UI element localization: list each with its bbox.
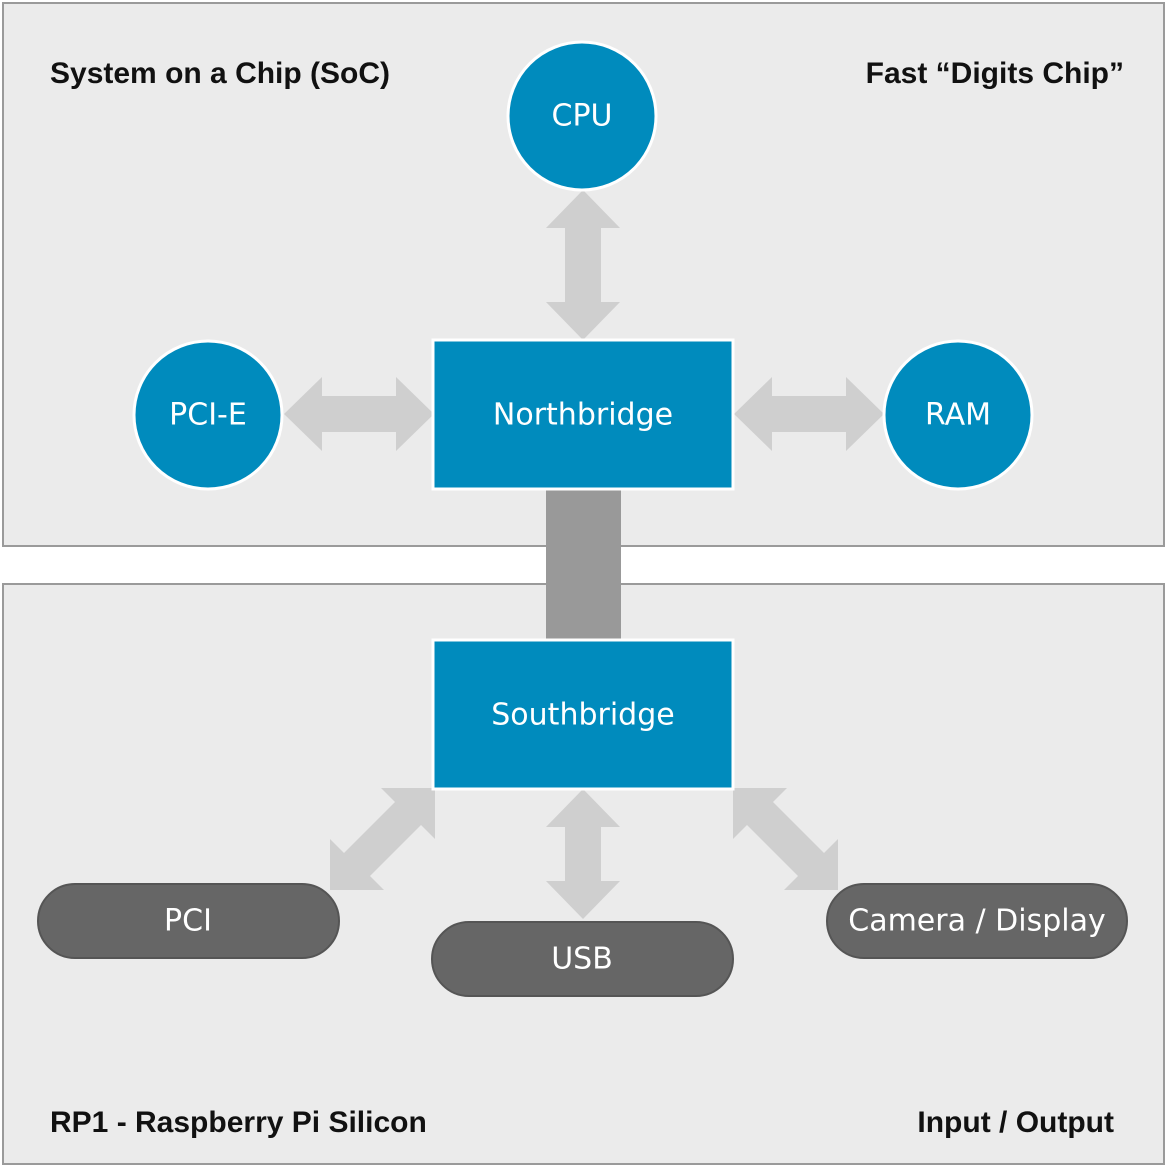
southbridge-node: Southbridge <box>431 638 735 791</box>
cpu-label: CPU <box>552 99 613 134</box>
camera-display-node: Camera / Display <box>826 883 1128 959</box>
southbridge-box <box>431 638 735 791</box>
cpu-node: CPU <box>506 40 658 192</box>
ram-label: RAM <box>925 398 991 433</box>
pcie-circle <box>132 339 284 491</box>
pci-pill <box>37 883 340 959</box>
cpu-circle <box>506 40 658 192</box>
pcie-label: PCI-E <box>169 398 247 433</box>
ram-node: RAM <box>882 339 1034 491</box>
northbridge-southbridge-bus <box>546 488 621 641</box>
usb-label: USB <box>551 942 613 977</box>
arrow-southbridge-camera-display <box>733 788 838 890</box>
camera-display-label: Camera / Display <box>848 904 1106 939</box>
pcie-node: PCI-E <box>132 339 284 491</box>
ram-circle <box>882 339 1034 491</box>
rp1-panel-subtitle: Input / Output <box>917 1106 1114 1139</box>
arrow-northbridge-ram <box>734 377 884 451</box>
rp1-panel-title: RP1 - Raspberry Pi Silicon <box>50 1106 427 1139</box>
camera-display-pill <box>826 883 1128 959</box>
arrow-cpu-northbridge <box>546 190 620 340</box>
southbridge-label: Southbridge <box>491 698 674 733</box>
usb-pill <box>431 921 734 997</box>
northbridge-label: Northbridge <box>493 398 673 433</box>
arrow-pcie-northbridge <box>284 377 434 451</box>
northbridge-node: Northbridge <box>431 338 735 491</box>
northbridge-box <box>431 338 735 491</box>
soc-panel-subtitle: Fast “Digits Chip” <box>866 57 1124 90</box>
arrow-southbridge-usb <box>546 789 620 919</box>
arrow-southbridge-pci <box>330 788 435 890</box>
pci-node: PCI <box>37 883 340 959</box>
usb-node: USB <box>431 921 734 997</box>
soc-panel-title: System on a Chip (SoC) <box>50 57 390 90</box>
pci-label: PCI <box>164 904 212 939</box>
